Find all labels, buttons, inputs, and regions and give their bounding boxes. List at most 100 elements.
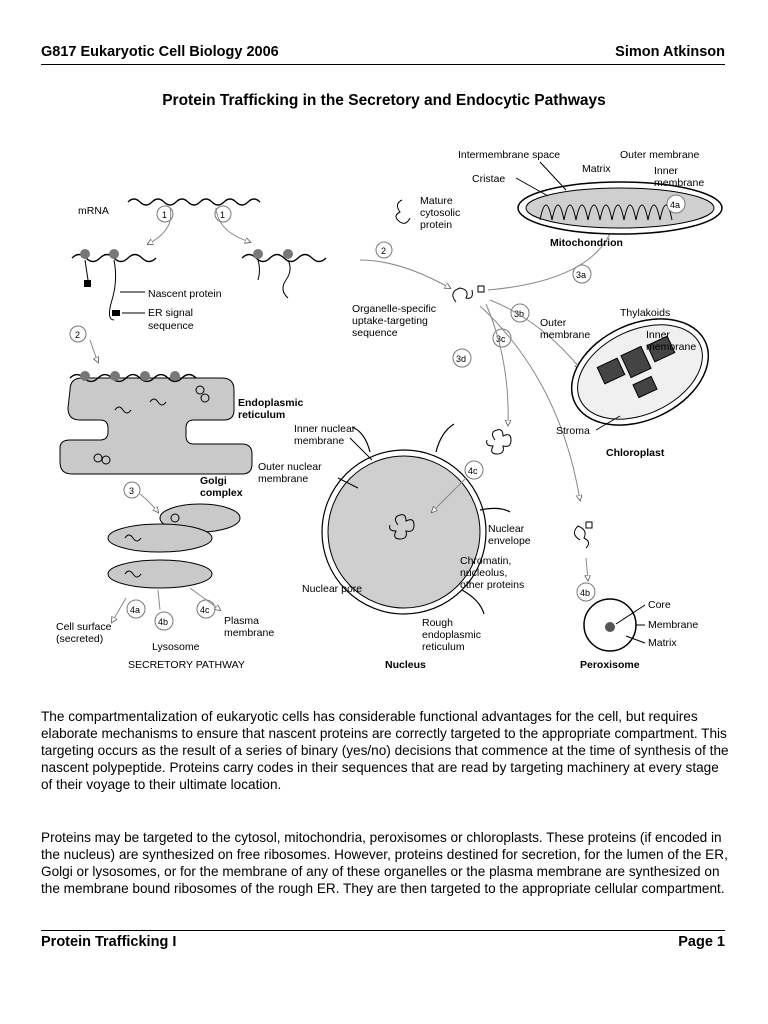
author-name: Simon Atkinson (615, 44, 725, 60)
golgi-label-2: complex (200, 487, 243, 499)
svg-text:3c: 3c (496, 334, 506, 344)
organelle-seq-label-1: Organelle-specific (352, 303, 436, 315)
page-number: Page 1 (678, 934, 725, 950)
uptake-protein-icon (452, 287, 473, 303)
golgi-label-1: Golgi (200, 475, 227, 487)
page-header: G817 Eukaryotic Cell Biology 2006 Simon … (41, 44, 725, 65)
targeting-tag-icon (477, 285, 485, 293)
core-label: Core (648, 599, 671, 611)
page-title: Protein Trafficking in the Secretory and… (162, 92, 606, 109)
nuclear-protein-icon (486, 429, 512, 455)
nuclear-envelope-label-1: Nuclear (488, 523, 525, 535)
lysosome-label: Lysosome (152, 641, 200, 653)
nucleus-label: Nucleus (385, 659, 426, 671)
step-4b-badge-perox: 4b (576, 582, 596, 602)
step-3a-badge: 3a (572, 264, 592, 284)
step-2-badge-cytosol: 2 (375, 241, 393, 259)
mature-protein-label-1: Mature (420, 195, 453, 207)
outer-nuclear-label-2: membrane (258, 473, 308, 485)
paragraph-1: The compartmentalization of eukaryotic c… (41, 708, 729, 792)
inner-nuclear-label-2: membrane (294, 435, 344, 447)
mitochondrion-label: Mitochondrion (550, 237, 623, 249)
svg-text:4b: 4b (580, 588, 590, 598)
plasma-membrane-label-1: Plasma (224, 615, 259, 627)
inner-nuclear-label-1: Inner nuclear (294, 423, 356, 435)
mature-protein-label-2: cytosolic (420, 207, 460, 219)
organelle-seq-label-2: uptake-targeting (352, 315, 428, 327)
step-3d-badge: 3d (452, 348, 472, 368)
organelle-seq-label-3: sequence (352, 327, 398, 339)
stroma-label: Stroma (556, 425, 590, 437)
chloroplast (570, 318, 710, 426)
mrna-label: mRNA (78, 205, 109, 217)
secretory-pathway-label: SECRETORY PATHWAY (128, 659, 245, 671)
nucleus (321, 423, 511, 615)
mature-protein-label-3: protein (420, 219, 452, 231)
mito-inner-membrane-label-2: membrane (654, 177, 704, 189)
svg-text:2: 2 (381, 246, 386, 256)
chromatin-label-3: other proteins (460, 579, 524, 591)
step-4b-badge-secretory: 4b (154, 611, 174, 631)
er-signal-label-1: ER signal (148, 307, 193, 319)
chloro-outer-label-1: Outer (540, 317, 567, 329)
nascent-protein-label: Nascent protein (148, 288, 222, 300)
mito-inner-membrane-label-1: Inner (654, 165, 678, 177)
chromatin-label-2: nucleolus, (460, 567, 507, 579)
page-footer: Protein Trafficking I Page 1 (41, 930, 725, 953)
cristae-label: Cristae (472, 173, 505, 185)
thylakoids-label: Thylakoids (620, 307, 670, 319)
footer-title: Protein Trafficking I (41, 934, 177, 950)
svg-text:1: 1 (220, 210, 225, 220)
svg-text:4c: 4c (468, 466, 478, 476)
endoplasmic-reticulum (59, 371, 253, 475)
er-label-1: Endoplasmic (238, 397, 304, 409)
step-1-badge-a: 1 (156, 205, 174, 223)
rough-er-label-2: endoplasmic (422, 629, 481, 641)
plasma-membrane-label-2: membrane (224, 627, 274, 639)
step-3-badge: 3 (123, 481, 141, 499)
svg-text:4c: 4c (200, 605, 210, 615)
step-1-badge-b: 1 (214, 205, 232, 223)
protein-trafficking-figure: mRNA 1 1 Nascent protein ER signal seque… (40, 140, 730, 675)
step-4c-badge-secretory: 4c (196, 599, 216, 619)
svg-text:2: 2 (75, 330, 80, 340)
matrix-label: Matrix (582, 163, 611, 175)
step-4c-badge-nuclear: 4c (464, 460, 484, 480)
cell-surface-label-1: Cell surface (56, 621, 112, 633)
mrna-strand (127, 198, 261, 206)
peroxisome-label: Peroxisome (580, 659, 640, 671)
nuclear-envelope-label-2: envelope (488, 535, 531, 547)
chloro-inner-label-2: membrane (646, 341, 696, 353)
svg-text:3d: 3d (456, 354, 466, 364)
svg-text:3: 3 (129, 486, 134, 496)
perox-matrix-label: Matrix (648, 637, 677, 649)
svg-text:4a: 4a (670, 200, 680, 210)
step-4a-badge-secretory: 4a (126, 599, 146, 619)
step-4a-badge-mito: 4a (666, 194, 686, 214)
svg-text:4a: 4a (130, 605, 140, 615)
svg-text:4b: 4b (158, 617, 168, 627)
outer-nuclear-label-1: Outer nuclear (258, 461, 322, 473)
golgi-complex (107, 503, 241, 589)
membrane-ribosome-strand (71, 249, 157, 321)
svg-text:3a: 3a (576, 270, 586, 280)
intermembrane-label: Intermembrane space (458, 149, 560, 161)
svg-text:1: 1 (162, 210, 167, 220)
peroxisome-protein-icon (574, 525, 590, 549)
peroxisome (583, 598, 637, 652)
rough-er-label-1: Rough (422, 617, 453, 629)
er-label-2: reticulum (238, 409, 285, 421)
cell-surface-label-2: (secreted) (56, 633, 103, 645)
step-2-badge-er: 2 (69, 325, 87, 343)
free-ribosome-strand (241, 249, 327, 299)
chromatin-label-1: Chromatin, (460, 555, 511, 567)
course-title: G817 Eukaryotic Cell Biology 2006 (41, 44, 279, 60)
chloroplast-label: Chloroplast (606, 447, 665, 459)
mitochondrion (517, 181, 723, 235)
mature-protein-icon (395, 199, 411, 224)
rough-er-label-3: reticulum (422, 641, 465, 653)
paragraph-2: Proteins may be targeted to the cytosol,… (41, 829, 728, 896)
er-signal-label-2: sequence (148, 320, 194, 332)
chloro-inner-label-1: Inner (646, 329, 670, 341)
nuclear-pore-label: Nuclear pore (302, 583, 362, 595)
